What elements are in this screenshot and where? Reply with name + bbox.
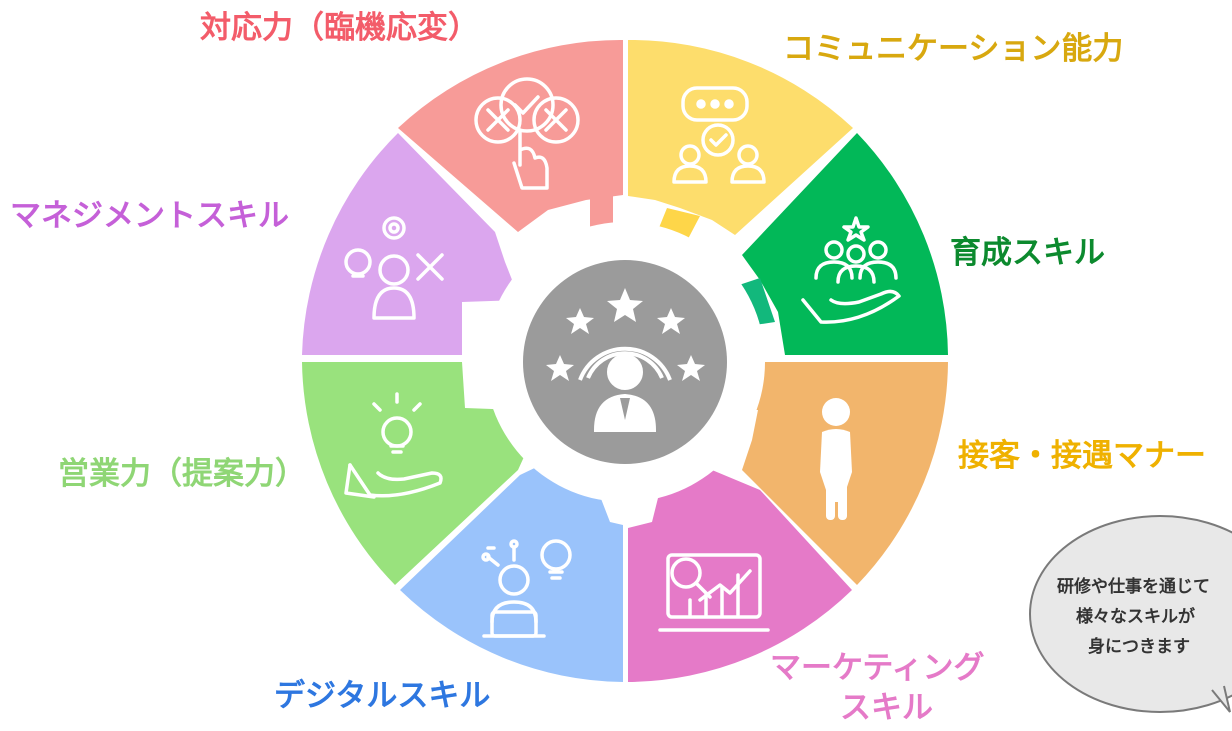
person-gear-tools-icon — [344, 216, 444, 320]
label-communication: コミュニケーション能力 — [783, 31, 1124, 67]
chat-people-icon — [672, 86, 766, 184]
hand-lightbulb-icon — [344, 392, 443, 499]
hand-team-star-icon — [801, 216, 901, 324]
label-eigyou: 営業力（提案力） — [58, 456, 306, 492]
label-digital: デジタルスキル — [274, 678, 491, 714]
label-ikusei: 育成スキル — [950, 235, 1105, 271]
hand-choice-check-icon — [474, 77, 580, 190]
label-marketing-line2: スキル — [840, 690, 933, 726]
label-sekkyaku: 接客・接遇マナー — [958, 438, 1206, 474]
segment-eigyou — [302, 362, 528, 585]
label-marketing-line1: マーケティング — [770, 650, 985, 686]
segment-management — [302, 133, 520, 355]
stars-group — [546, 288, 705, 381]
segment-marketing — [628, 452, 852, 682]
label-management: マネジメントスキル — [10, 198, 289, 234]
bubble-line-3: 身につきます — [1088, 637, 1190, 657]
person-laptop-idea-icon — [481, 539, 572, 638]
label-taiou: 対応力（臨機応変） — [200, 10, 479, 46]
speech-bubble — [1029, 515, 1232, 713]
bowing-person-icon — [820, 398, 852, 520]
bubble-line-1: 研修や仕事を通じて — [1057, 577, 1210, 597]
analytics-monitor-icon — [658, 553, 770, 632]
bubble-line-2: 様々なスキルが — [1076, 607, 1195, 627]
